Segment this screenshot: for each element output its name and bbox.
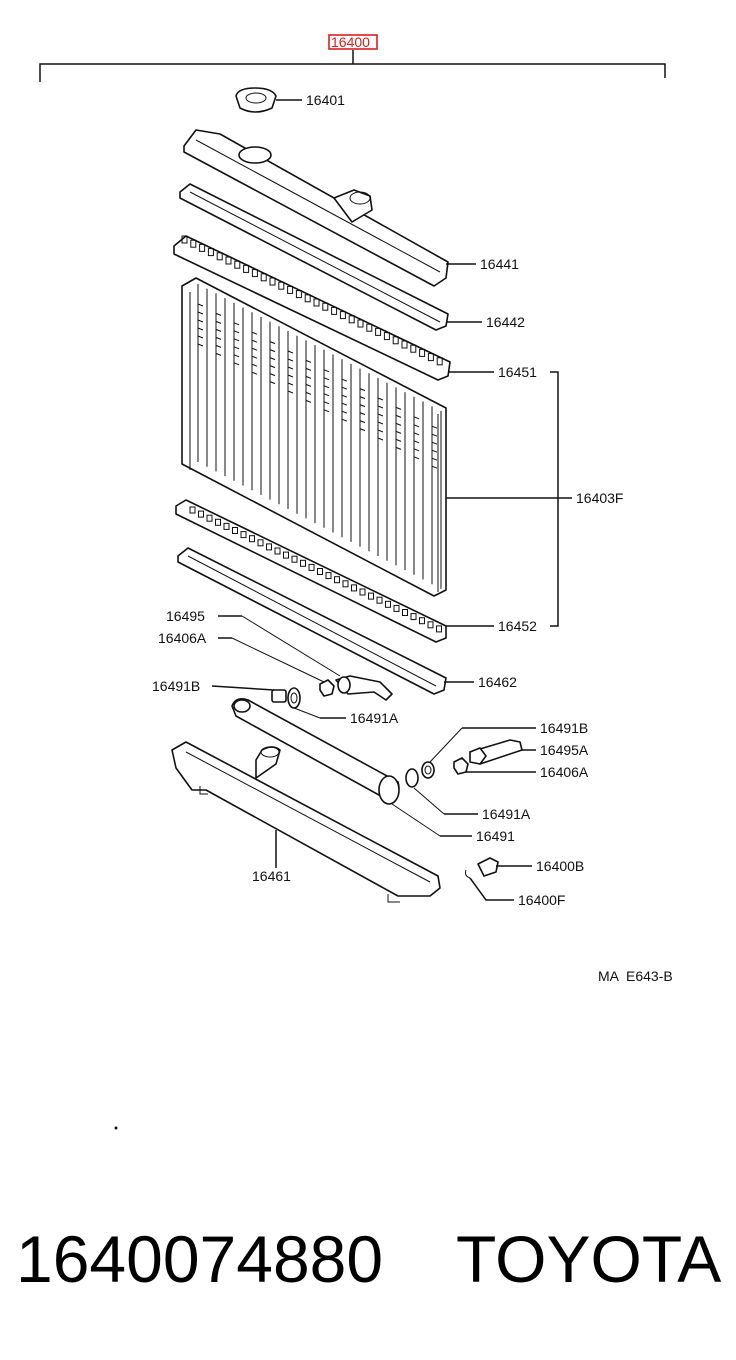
drain-cock bbox=[465, 857, 499, 879]
lower-plate bbox=[175, 499, 447, 643]
assembly-label-highlight bbox=[328, 34, 378, 50]
label-16491A-left[interactable]: 16491A bbox=[350, 710, 399, 726]
label-16495[interactable]: 16495 bbox=[166, 608, 205, 624]
label-16403F[interactable]: 16403F bbox=[576, 490, 623, 506]
lower-tank bbox=[171, 741, 441, 903]
label-16441[interactable]: 16441 bbox=[480, 256, 519, 272]
label-16400F[interactable]: 16400F bbox=[518, 892, 565, 908]
stray-dot bbox=[114, 1126, 118, 1130]
label-16491[interactable]: 16491 bbox=[476, 828, 515, 844]
label-16406A-left[interactable]: 16406A bbox=[158, 630, 207, 646]
upper-plate bbox=[173, 235, 451, 381]
oil-cooler bbox=[231, 698, 400, 805]
left-washers bbox=[271, 687, 301, 709]
radiator-cap bbox=[235, 87, 277, 113]
upper-gasket bbox=[179, 183, 449, 331]
label-16491B-left[interactable]: 16491B bbox=[152, 678, 200, 694]
label-16442[interactable]: 16442 bbox=[486, 314, 525, 330]
left-pipe-fitting bbox=[319, 675, 393, 701]
upper-tank bbox=[183, 129, 449, 287]
radiator-core bbox=[181, 277, 447, 597]
label-16451[interactable]: 16451 bbox=[498, 364, 537, 380]
label-16406A-right[interactable]: 16406A bbox=[540, 764, 589, 780]
lower-gasket bbox=[177, 547, 447, 695]
brand-name: TOYOTA bbox=[456, 1222, 721, 1296]
assembly-label[interactable]: 16400 bbox=[331, 34, 370, 50]
figure-code: MA E643-B bbox=[598, 968, 673, 984]
label-16401[interactable]: 16401 bbox=[306, 92, 345, 108]
label-16461[interactable]: 16461 bbox=[252, 868, 291, 884]
label-16462[interactable]: 16462 bbox=[478, 674, 517, 690]
right-fittings bbox=[405, 739, 523, 788]
part-number: 1640074880 bbox=[16, 1222, 383, 1296]
label-16491A-right[interactable]: 16491A bbox=[482, 806, 531, 822]
label-16495A[interactable]: 16495A bbox=[540, 742, 589, 758]
label-16452[interactable]: 16452 bbox=[498, 618, 537, 634]
assembly-bracket bbox=[39, 50, 666, 82]
label-16400B[interactable]: 16400B bbox=[536, 858, 584, 874]
label-16491B-right[interactable]: 16491B bbox=[540, 720, 588, 736]
